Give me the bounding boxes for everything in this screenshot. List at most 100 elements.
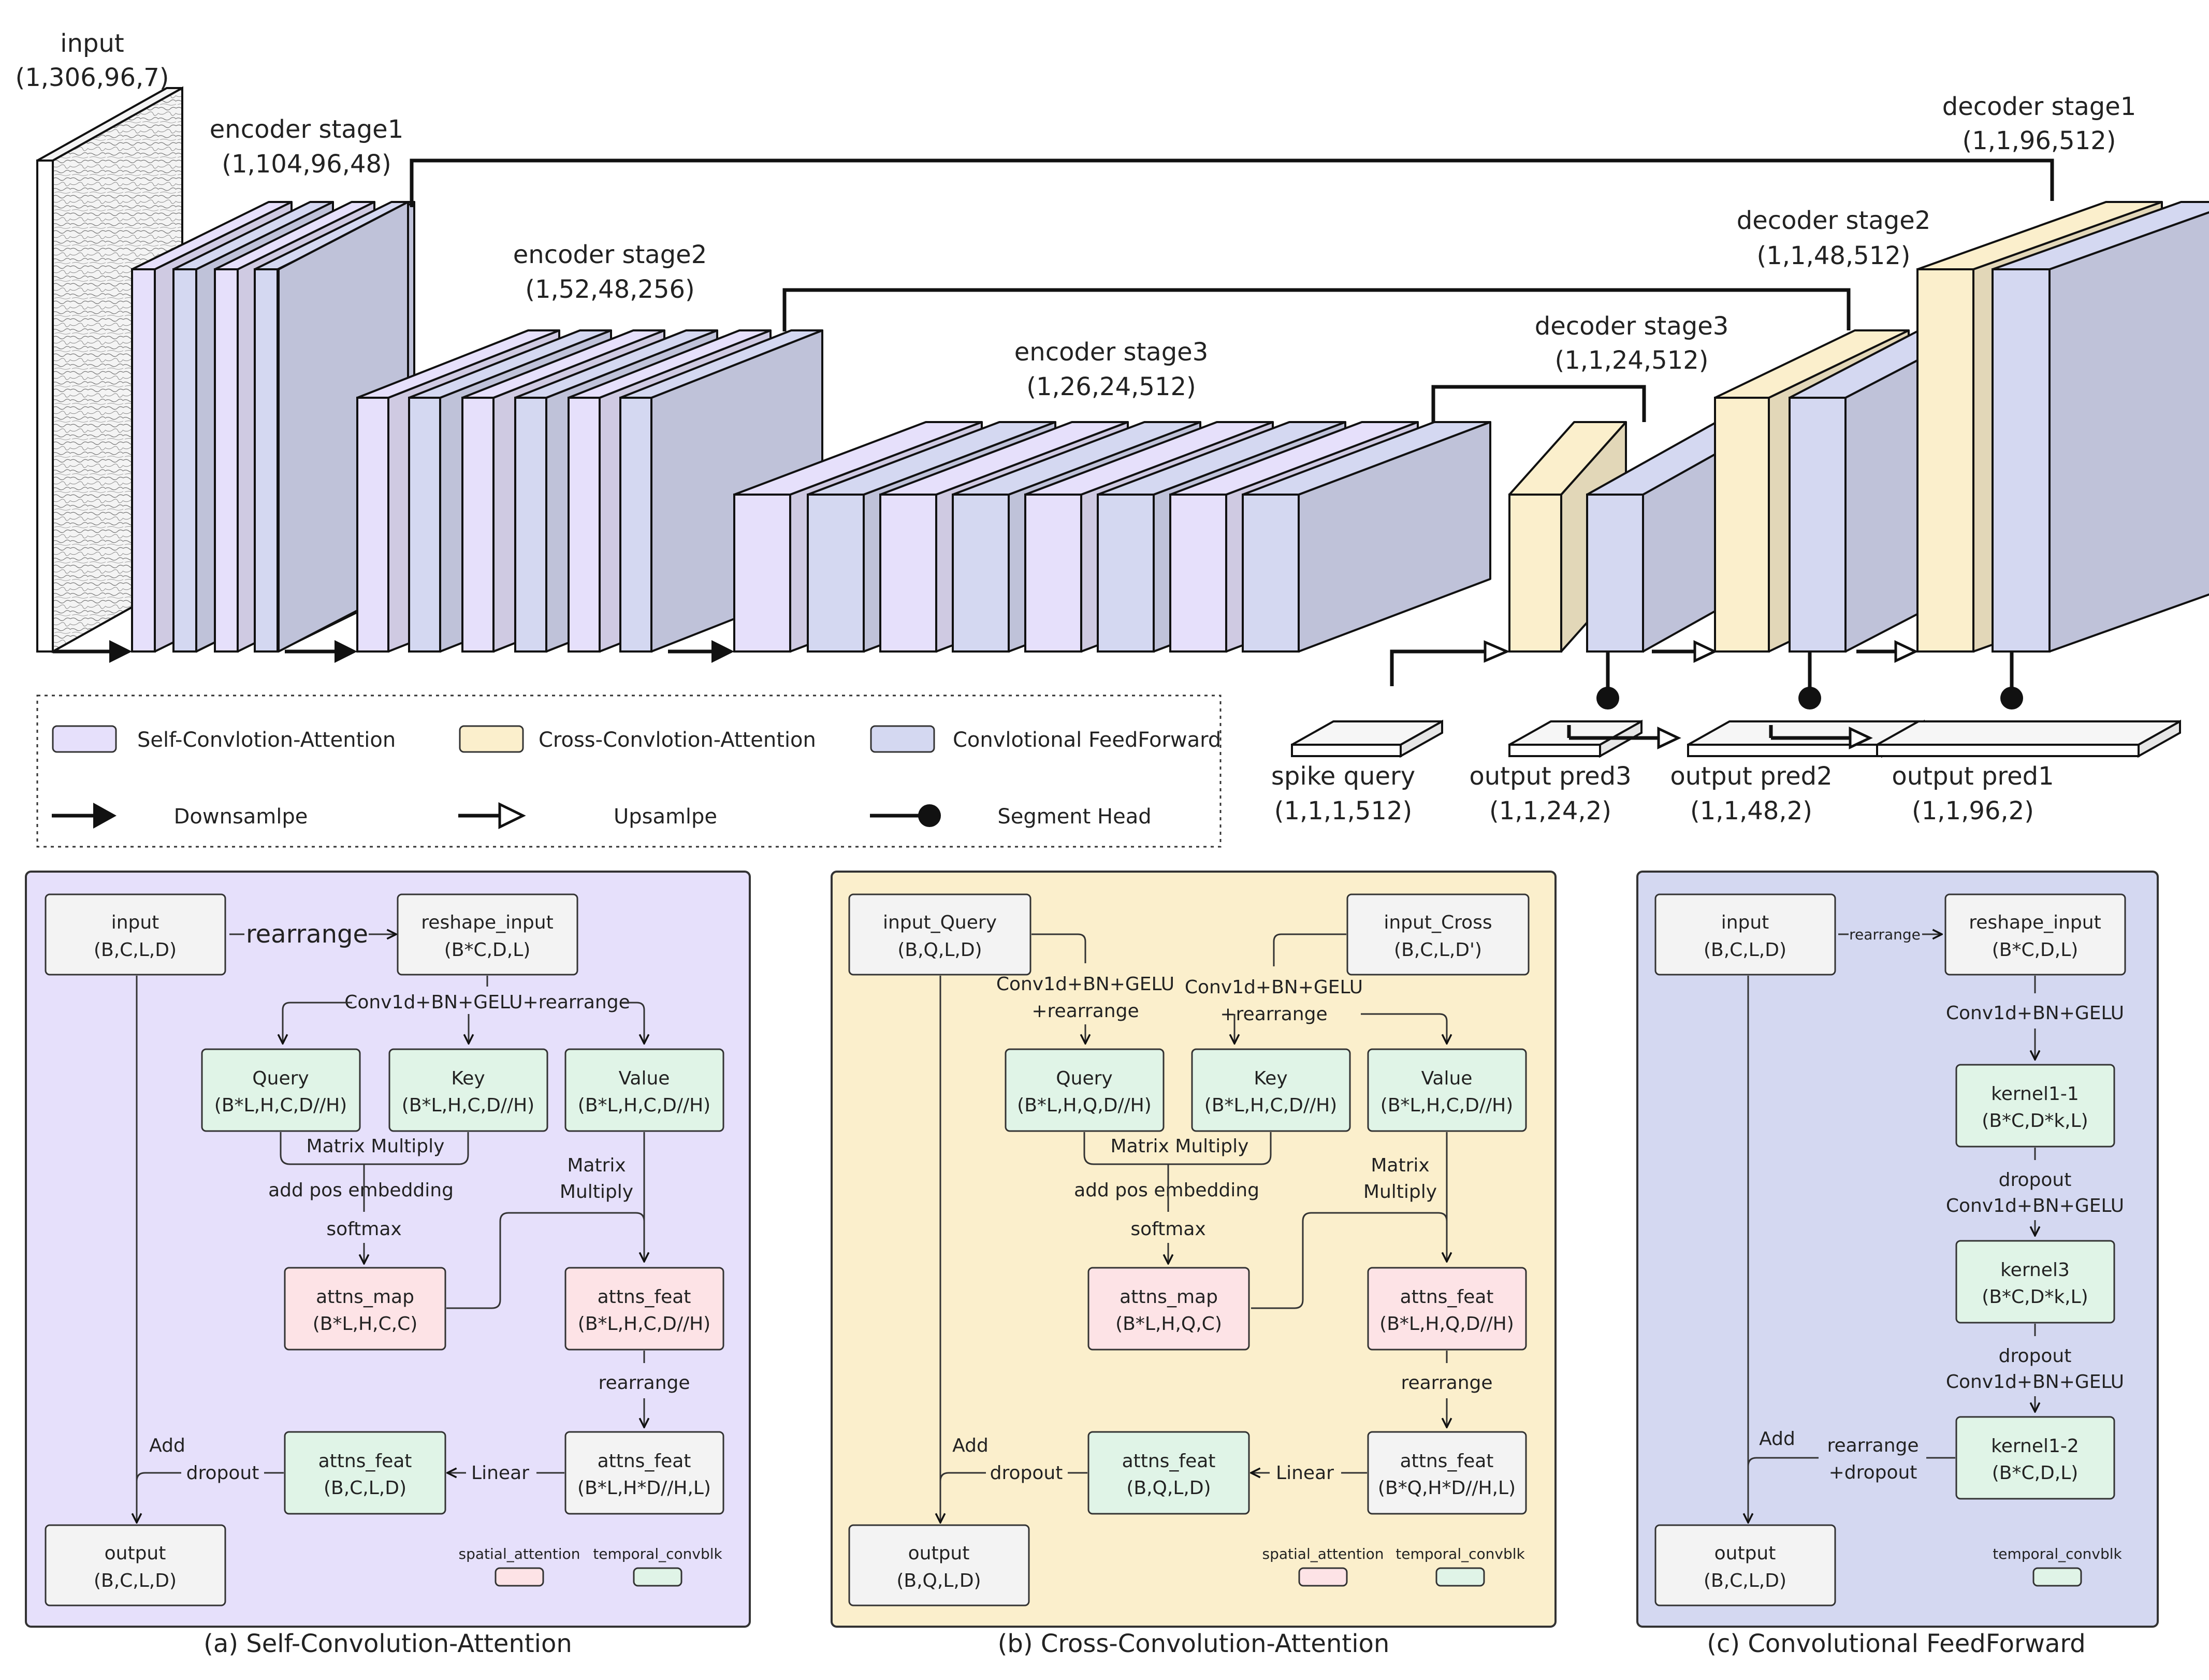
b-conv-right-label-a: Conv1d+BN+GELU: [1185, 977, 1363, 998]
svg-text:(1,52,48,256): (1,52,48,256): [525, 275, 695, 304]
svg-text:(B*L,H*D//H,L): (B*L,H*D//H,L): [577, 1478, 711, 1499]
query-line: [1390, 649, 1489, 686]
svg-text:(B,C,L,D): (B,C,L,D): [94, 1570, 177, 1591]
b-attns-feat2-box: attns_feat (B*Q,H*D//H,L): [1367, 1431, 1527, 1515]
svg-text:kernel3: kernel3: [2000, 1259, 2070, 1281]
output-pred1-label: output pred1 (1,1,96,2): [1892, 762, 2054, 825]
svg-text:decoder stage1: decoder stage1: [1942, 92, 2137, 121]
legend-cross-attention: Cross-Convlotion-Attention: [459, 725, 816, 753]
a-reshape-box: reshape_input (B*C,D,L): [397, 893, 578, 976]
legend-segment-head: Segment Head: [870, 804, 1152, 829]
b-query-conv-line: [1031, 933, 1086, 963]
b-legend-temporal-swatch: [1435, 1567, 1485, 1587]
encoder-stage3-label: encoder stage3 (1,26,24,512): [1014, 338, 1208, 401]
svg-text:decoder stage3: decoder stage3: [1535, 312, 1729, 341]
b-key-box: Key (B*L,H,C,D//H): [1191, 1048, 1351, 1132]
panel-cross-convolution-attention: input_Query (B,Q,L,D) input_Cross (B,C,L…: [831, 871, 1557, 1628]
svg-text:(1,1,48,2): (1,1,48,2): [1690, 796, 1812, 825]
c-conv2-label: Conv1d+BN+GELU: [1946, 1195, 2124, 1216]
b-posemb-label: add pos embedding: [1074, 1180, 1259, 1201]
svg-text:kernel1-1: kernel1-1: [1991, 1083, 2079, 1105]
spike-query-plate-front: [1291, 744, 1402, 757]
legend-self-attention: Self-Convlotion-Attention: [52, 725, 396, 753]
svg-text:(B*L,H,C,D//H): (B*L,H,C,D//H): [1204, 1095, 1337, 1116]
svg-text:Key: Key: [451, 1068, 485, 1089]
b-add-label: Add: [952, 1435, 989, 1456]
segment-head-dot-icon: [2000, 687, 2023, 709]
c-rearrange2-label-a: rearrange: [1827, 1435, 1919, 1456]
svg-text:(B,C,L,D'): (B,C,L,D'): [1394, 939, 1482, 961]
a-output-box: output (B,C,L,D): [45, 1524, 226, 1606]
svg-text:(B*L,H,C,C): (B*L,H,C,C): [313, 1313, 418, 1335]
svg-text:(B,C,L,D): (B,C,L,D): [1704, 939, 1786, 961]
upsample-arrow-icon: [1693, 640, 1718, 663]
a-attns-map-box: attns_map (B*L,H,C,C): [284, 1267, 446, 1351]
encoder-stage2-label: encoder stage2 (1,52,48,256): [513, 240, 707, 304]
svg-text:(1,1,24,2): (1,1,24,2): [1489, 796, 1611, 825]
svg-text:(B*C,D,L): (B*C,D,L): [1992, 1462, 2079, 1484]
svg-text:(1,1,24,512): (1,1,24,512): [1555, 346, 1709, 375]
a-posemb-label: add pos embedding: [268, 1180, 454, 1201]
b-query-box: Query (B*L,H,Q,D//H): [1005, 1048, 1165, 1132]
b-legend-spatial-swatch: [1298, 1567, 1348, 1587]
b-matmul-bracket: [1083, 1132, 1272, 1165]
downsample-arrow-icon: [335, 640, 357, 663]
svg-text:attns_feat: attns_feat: [598, 1286, 691, 1308]
downsample-arrow-icon: [109, 640, 132, 663]
svg-text:Cross-Convlotion-Attention: Cross-Convlotion-Attention: [539, 728, 816, 752]
svg-text:(B*C,D*k,L): (B*C,D*k,L): [1982, 1110, 2088, 1132]
a-dropout-label: dropout: [186, 1462, 259, 1484]
svg-text:attns_feat: attns_feat: [1122, 1451, 1216, 1472]
c-reshape-box: reshape_input (B*C,D,L): [1944, 893, 2126, 976]
svg-text:Downsamlpe: Downsamlpe: [174, 805, 308, 829]
a-rearrange2-label: rearrange: [598, 1372, 690, 1394]
c-add-label: Add: [1759, 1428, 1795, 1450]
svg-text:decoder stage2: decoder stage2: [1737, 206, 1931, 235]
a-attns-feat3-box: attns_feat (B,C,L,D): [284, 1431, 446, 1515]
svg-text:(B*C,D,L): (B*C,D,L): [444, 939, 531, 961]
segment-head-dot-icon: [1596, 687, 1619, 709]
legend-upsample: Upsamlpe: [458, 802, 717, 830]
svg-text:encoder stage3: encoder stage3: [1014, 338, 1208, 367]
b-matmul-label: Matrix Multiply: [1111, 1136, 1249, 1157]
a-linear-label: Linear: [471, 1462, 529, 1484]
b-softmax-label: softmax: [1130, 1219, 1205, 1240]
c-conv1-label: Conv1d+BN+GELU: [1946, 1003, 2124, 1024]
svg-text:(B*L,H,Q,C): (B*L,H,Q,C): [1115, 1313, 1222, 1335]
svg-text:input_Query: input_Query: [883, 912, 997, 933]
svg-text:input: input: [60, 29, 124, 58]
a-matmul-label: Matrix Multiply: [307, 1136, 445, 1157]
panel-b-caption: (b) Cross-Convolution-Attention: [998, 1629, 1390, 1658]
svg-text:(1,306,96,7): (1,306,96,7): [16, 63, 169, 92]
svg-text:(B*L,H,C,D//H): (B*L,H,C,D//H): [578, 1313, 710, 1335]
svg-text:(1,1,48,512): (1,1,48,512): [1757, 241, 1911, 270]
skip-connection-3: [1431, 385, 1646, 422]
output-pred3-plate-front: [1508, 744, 1601, 757]
a-to-query-arrow: [283, 1002, 352, 1044]
c-dropout1-label: dropout: [1999, 1169, 2072, 1191]
c-input-box: input (B,C,L,D): [1654, 893, 1836, 976]
b-value-box: Value (B*L,H,C,D//H): [1367, 1048, 1527, 1132]
svg-text:(1,104,96,48): (1,104,96,48): [222, 150, 391, 179]
decoder-stage1-label: decoder stage1 (1,1,96,512): [1942, 92, 2137, 155]
svg-text:(B,C,L,D): (B,C,L,D): [94, 939, 177, 961]
skip-connection-1: [410, 158, 2054, 207]
svg-text:(B,C,L,D): (B,C,L,D): [1704, 1570, 1786, 1591]
spike-query-label: spike query (1,1,1,512): [1271, 762, 1415, 825]
a-attns-feat-box: attns_feat (B*L,H,C,D//H): [564, 1267, 724, 1351]
panel-c-caption: (c) Convolutional FeedForward: [1707, 1629, 2085, 1658]
b-linear-label: Linear: [1276, 1462, 1334, 1484]
b-matmul2-label-b: Multiply: [1363, 1181, 1437, 1203]
b-cross-conv-line: [1273, 933, 1346, 966]
svg-text:Convlotional FeedForward: Convlotional FeedForward: [953, 728, 1221, 752]
svg-text:Query: Query: [252, 1068, 309, 1089]
a-value-box: Value (B*L,H,C,D//H): [564, 1048, 724, 1132]
output-pred1-plate-top: [1876, 720, 2181, 746]
svg-text:attns_map: attns_map: [316, 1286, 414, 1308]
svg-text:input_Cross: input_Cross: [1384, 912, 1492, 933]
svg-text:reshape_input: reshape_input: [421, 912, 553, 933]
c-legend-temporal-swatch: [2032, 1567, 2082, 1587]
a-add-label: Add: [149, 1435, 185, 1456]
a-matmul2-label-a: Matrix: [567, 1155, 626, 1176]
